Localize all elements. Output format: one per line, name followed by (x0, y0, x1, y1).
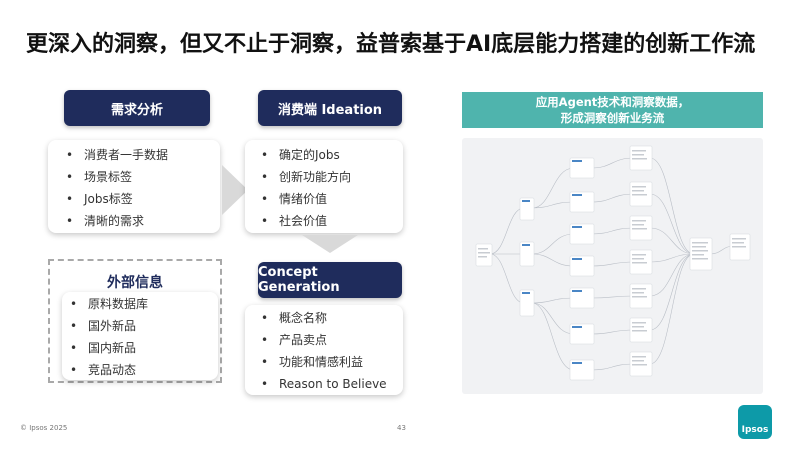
list-item: 确定的Jobs (257, 144, 403, 166)
arrow-right-icon (222, 165, 248, 215)
list-item: Jobs标签 (62, 188, 220, 210)
list-item: 国内新品 (66, 337, 218, 359)
list-item: 原料数据库 (66, 293, 218, 315)
concept-header: Concept Generation (258, 262, 402, 298)
banner-line-1: 应用Agent技术和洞察数据， (535, 95, 690, 109)
ideation-header: 消费端 Ideation (258, 90, 402, 126)
list-item: 创新功能方向 (257, 166, 403, 188)
needs-card: 消费者一手数据 场景标签 Jobs标签 清晰的需求 (48, 140, 220, 233)
banner-line-2: 形成洞察创新业务流 (560, 111, 665, 125)
arrow-down-icon (302, 235, 358, 253)
list-item: 情绪价值 (257, 188, 403, 210)
workflow-banner: 应用Agent技术和洞察数据， 形成洞察创新业务流 (462, 92, 763, 128)
external-header: 外部信息 (107, 275, 163, 291)
page-number: 43 (397, 424, 406, 432)
copyright: © Ipsos 2025 (20, 424, 68, 432)
ideation-card: 确定的Jobs 创新功能方向 情绪价值 社会价值 (245, 140, 403, 233)
ipsos-logo: Ipsos (738, 405, 772, 439)
list-item: 社会价值 (257, 210, 403, 232)
list-item: 国外新品 (66, 315, 218, 337)
slide-title: 更深入的洞察，但又不止于洞察，益普索基于AI底层能力搭建的创新工作流 (26, 32, 756, 57)
list-item: 功能和情感利益 (257, 351, 403, 373)
external-info-frame (48, 259, 222, 383)
list-item: 概念名称 (257, 307, 403, 329)
needs-header: 需求分析 (64, 90, 210, 126)
workflow-diagram-image (462, 138, 763, 394)
list-item: 消费者一手数据 (62, 144, 220, 166)
workflow-graph (475, 145, 751, 381)
list-item: 清晰的需求 (62, 210, 220, 232)
list-item: Reason to Believe (257, 373, 403, 395)
concept-card: 概念名称 产品卖点 功能和情感利益 Reason to Believe (245, 305, 403, 395)
list-item: 竞品动态 (66, 359, 218, 381)
external-card: 原料数据库 国外新品 国内新品 竞品动态 (62, 292, 218, 381)
list-item: 产品卖点 (257, 329, 403, 351)
list-item: 场景标签 (62, 166, 220, 188)
